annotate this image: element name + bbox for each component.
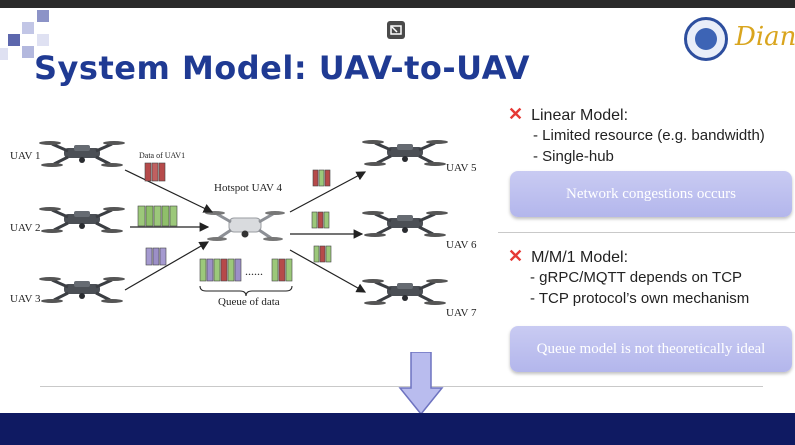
- data-packet-red: [145, 163, 165, 181]
- uav-label: UAV 7: [446, 307, 476, 319]
- hotspot-drone-icon: [205, 211, 285, 241]
- uav-label: UAV 3: [10, 293, 40, 305]
- university-logo: [684, 17, 728, 61]
- mm1-bullet: - gRPC/MQTT depends on TCP: [530, 269, 742, 286]
- down-arrow-icon: [398, 352, 444, 416]
- uav-label: UAV 2: [10, 222, 40, 234]
- queue-label: Queue of data: [218, 296, 280, 308]
- uav-label: UAV 5: [446, 162, 476, 174]
- drone-icon: [39, 207, 125, 233]
- arrow-icon: [125, 242, 208, 290]
- queue-model-box: Queue model is not theoretically ideal: [510, 326, 792, 372]
- queue-ellipsis: ......: [245, 264, 263, 279]
- uav-label: UAV 1: [10, 150, 40, 162]
- data-packet-out-3: [314, 246, 331, 262]
- drone-icon: [362, 279, 448, 305]
- screen-share-icon[interactable]: [387, 21, 405, 39]
- slide-title: System Model: UAV-to-UAV: [34, 49, 530, 87]
- data-packet-green: [138, 206, 177, 226]
- drone-icon: [362, 140, 448, 166]
- data-packet-purple: [146, 248, 166, 265]
- top-bar: [0, 0, 795, 8]
- linear-bullet: - Single-hub: [533, 148, 614, 165]
- uav-diagram: [0, 120, 500, 380]
- linear-bullet: - Limited resource (e.g. bandwidth): [533, 127, 765, 144]
- drone-icon: [39, 141, 125, 167]
- mm1-bullet: - TCP protocol’s own mechanism: [530, 290, 749, 307]
- mm1-model-header: ✕M/M/1 Model:: [508, 246, 628, 267]
- data-packet-out-2: [312, 212, 329, 228]
- data-of-uav1-label: Data of UAV1: [139, 151, 185, 160]
- x-mark-icon: ✕: [508, 246, 523, 266]
- drone-icon: [362, 211, 448, 237]
- arrow-icon: [125, 170, 212, 212]
- divider: [498, 232, 795, 233]
- hotspot-label: Hotspot UAV 4: [214, 182, 282, 194]
- x-mark-icon: ✕: [508, 104, 523, 124]
- linear-model-header: ✕Linear Model:: [508, 104, 628, 125]
- footer-bar: [0, 413, 795, 445]
- drone-icon: [39, 277, 125, 303]
- dian-logo-text: Dian: [735, 22, 795, 52]
- uav-label: UAV 6: [446, 239, 476, 251]
- data-packet-out-1: [313, 170, 330, 186]
- network-congestion-box: Network congestions occurs: [510, 171, 792, 217]
